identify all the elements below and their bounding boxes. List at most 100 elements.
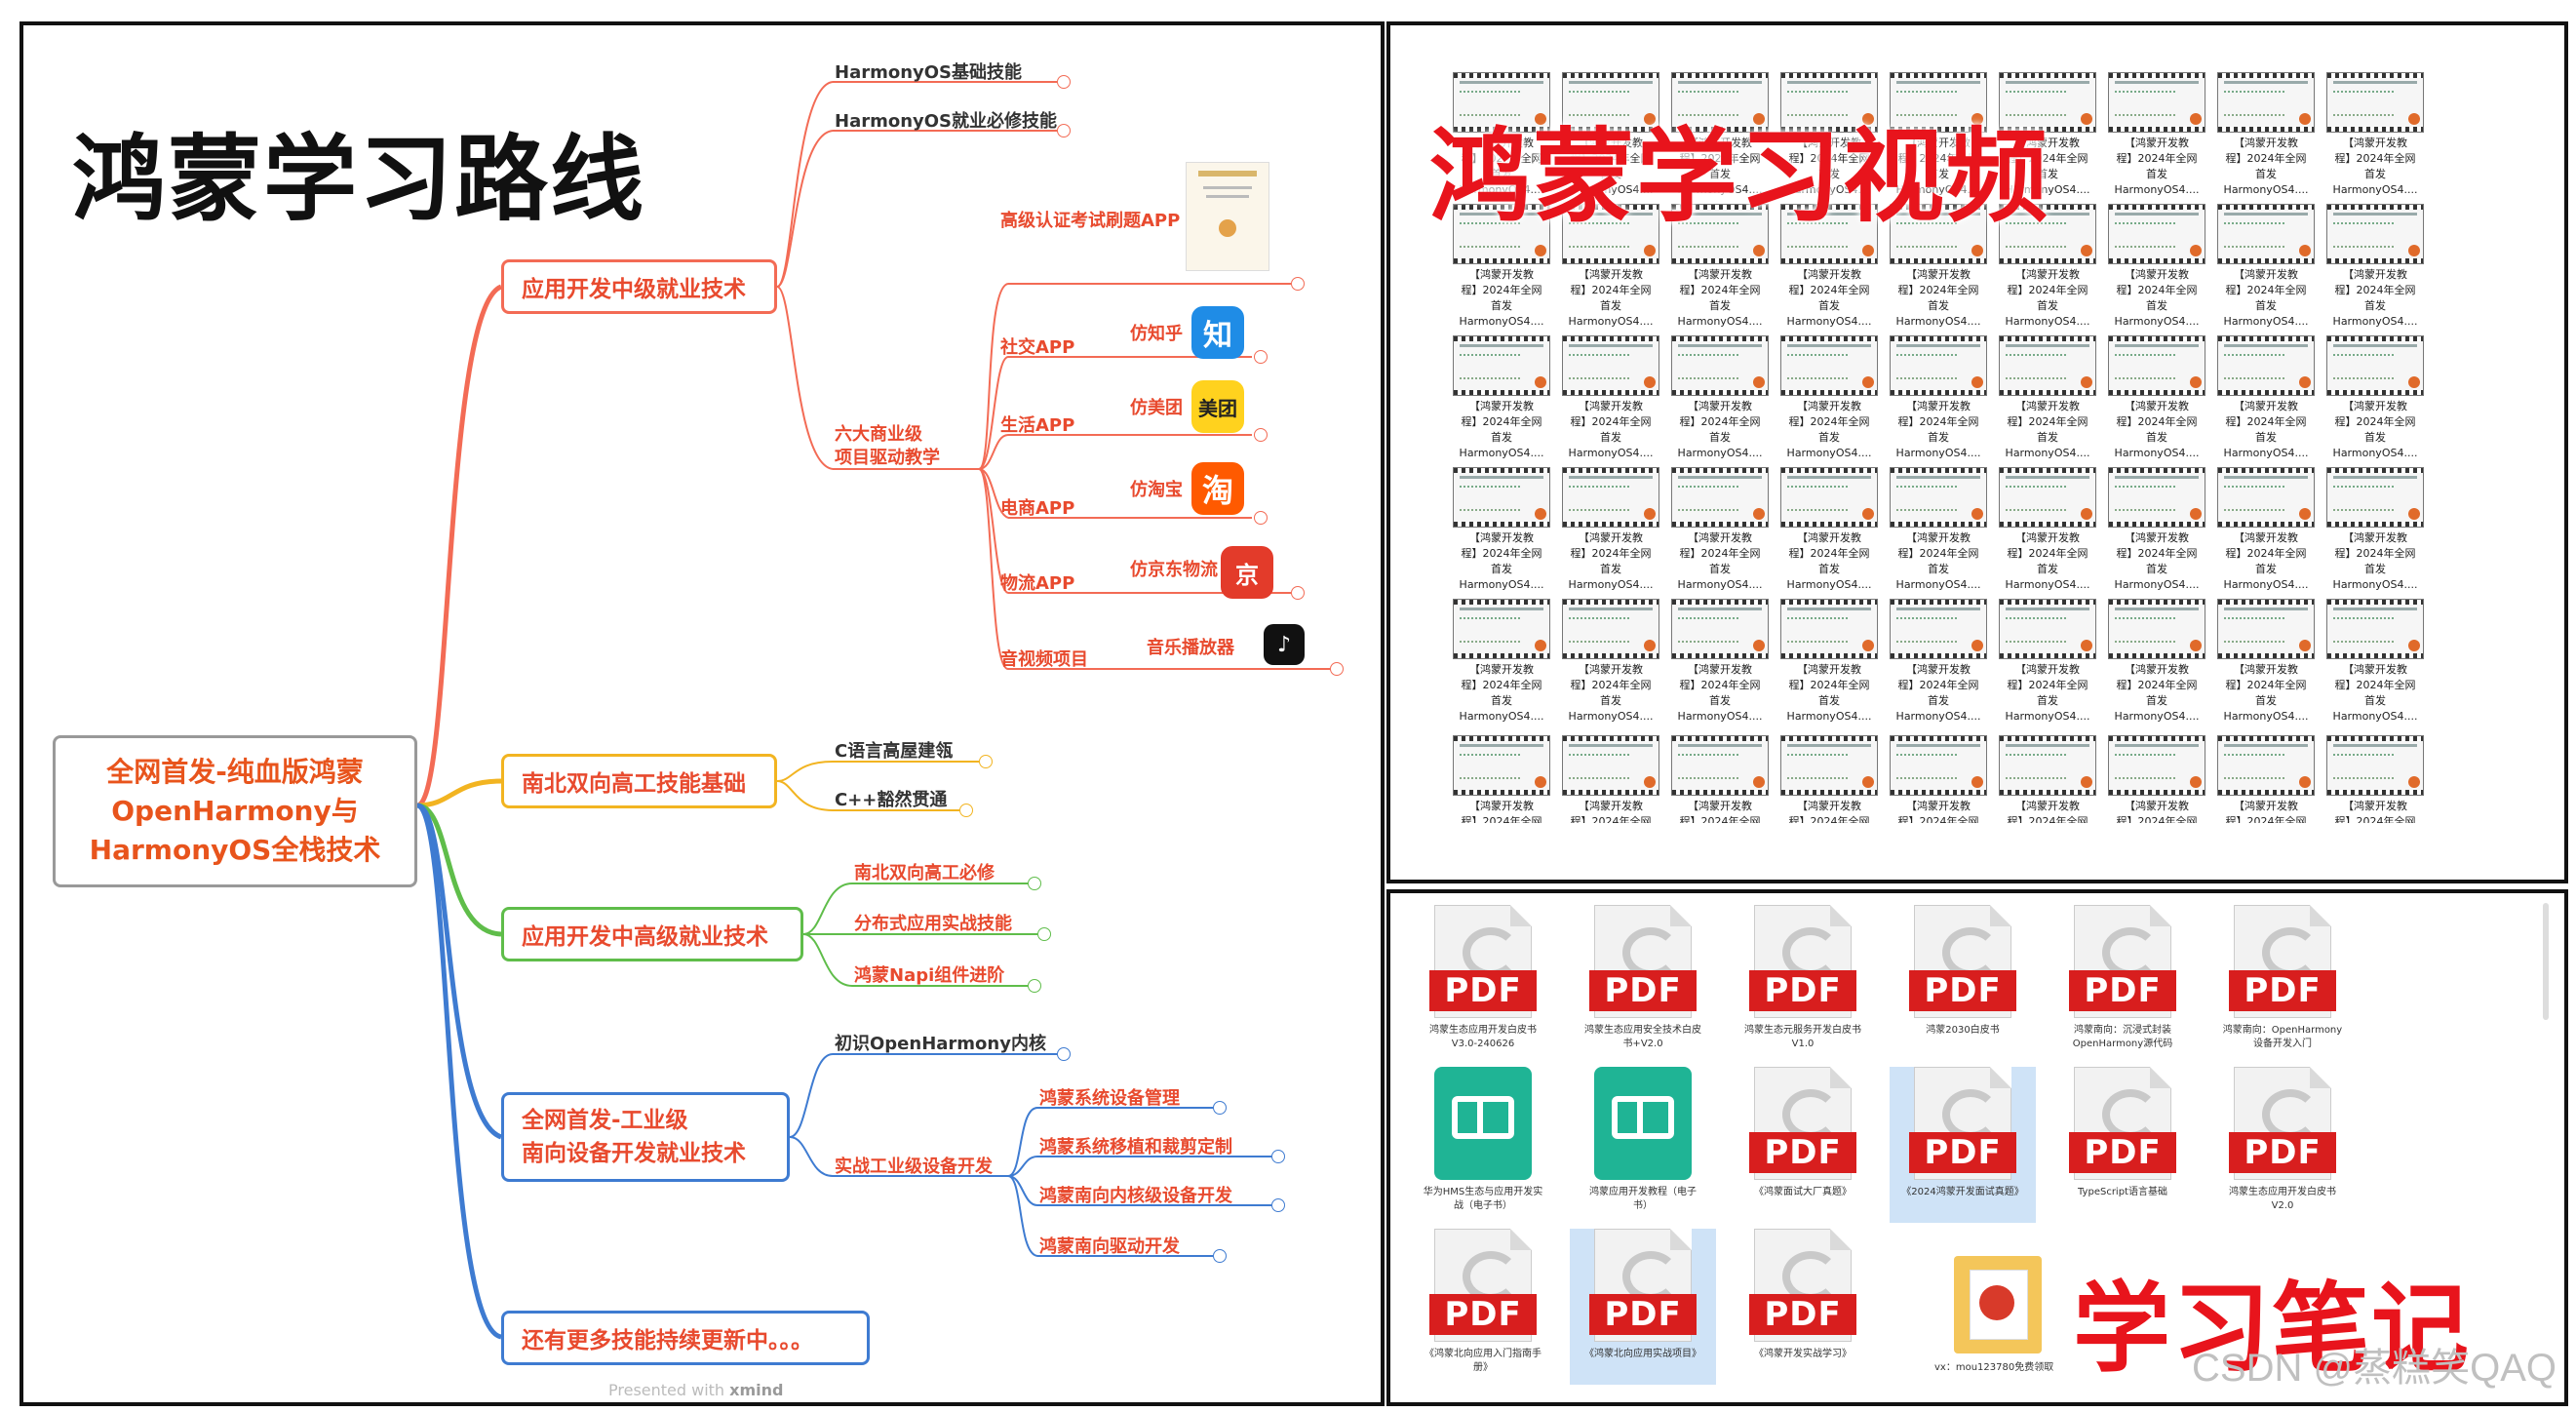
video-item[interactable]: 【鸿蒙开发教程】2024年全网首发HarmonyOS4.... bbox=[2102, 735, 2211, 823]
app-category-logistics[interactable]: 物流APP bbox=[1000, 573, 1075, 594]
video-item[interactable]: 【鸿蒙开发教程】2024年全网首发HarmonyOS4.... bbox=[1993, 735, 2102, 823]
file-item[interactable]: PDF《2024鸿蒙开发面试真题》 bbox=[1890, 1067, 2036, 1223]
file-item[interactable]: PDF《鸿蒙北向应用入门指南手 册》 bbox=[1410, 1229, 1556, 1385]
video-caption-line: 首发 bbox=[2037, 694, 2058, 707]
topic-six-projects[interactable]: 六大商业级 项目驱动教学 bbox=[835, 424, 940, 468]
video-item[interactable]: 【鸿蒙开发教程】2024年全网首发HarmonyOS4.... bbox=[1665, 735, 1775, 823]
folder-icon[interactable]: vx：mou123780免费领取 bbox=[1934, 1236, 2053, 1373]
video-item[interactable]: 【鸿蒙开发教程】2024年全网首发HarmonyOS4.... bbox=[1447, 735, 1556, 823]
app-category-social[interactable]: 社交APP bbox=[1000, 337, 1075, 358]
scrollbar[interactable] bbox=[2543, 903, 2549, 1020]
branch-node-5[interactable]: 还有更多技能持续更新中。。。 bbox=[501, 1311, 870, 1365]
topic-north-south[interactable]: 南北双向高工必修 bbox=[854, 863, 995, 883]
file-item[interactable]: PDF《鸿蒙北向应用实战项目》 bbox=[1570, 1229, 1716, 1385]
topic-cert-app[interactable]: 高级认证考试刷题APP bbox=[1000, 211, 1181, 231]
app-category-ecommerce[interactable]: 电商APP bbox=[1000, 498, 1075, 519]
branch-node-1[interactable]: 应用开发中级就业技术 bbox=[501, 259, 777, 314]
topic-porting[interactable]: 鸿蒙系统移植和裁剪定制 bbox=[1039, 1137, 1232, 1157]
file-item[interactable]: 鸿蒙应用开发教程（电子 书） bbox=[1570, 1067, 1716, 1223]
topic-cpp[interactable]: C++豁然贯通 bbox=[835, 790, 948, 810]
topic-c-language[interactable]: C语言高屋建瓴 bbox=[835, 741, 954, 762]
topic-driver[interactable]: 鸿蒙南向驱动开发 bbox=[1039, 1236, 1180, 1257]
topic-kernel-device[interactable]: 鸿蒙南向内核级设备开发 bbox=[1039, 1186, 1232, 1206]
topic-device-management[interactable]: 鸿蒙系统设备管理 bbox=[1039, 1088, 1180, 1109]
video-item[interactable]: 【鸿蒙开发教程】2024年全网首发HarmonyOS4.... bbox=[2321, 735, 2430, 823]
video-item[interactable]: 【鸿蒙开发教程】2024年全网首发HarmonyOS4.... bbox=[1556, 735, 1665, 823]
topic-industrial-device[interactable]: 实战工业级设备开发 bbox=[835, 1157, 993, 1177]
topic-harmony-basic[interactable]: HarmonyOS基础技能 bbox=[835, 62, 1023, 83]
branch-node-3[interactable]: 应用开发中高级就业技术 bbox=[501, 907, 803, 961]
file-item[interactable]: 华为HMS生态与应用开发实 战（电子书） bbox=[1410, 1067, 1556, 1223]
topic-napi[interactable]: 鸿蒙Napi组件进阶 bbox=[854, 965, 1005, 986]
video-item[interactable]: 【鸿蒙开发教程】2024年全网首发HarmonyOS4.... bbox=[1884, 735, 1993, 823]
file-item[interactable]: PDF《鸿蒙开发实战学习》 bbox=[1730, 1229, 1876, 1385]
topic-harmony-must[interactable]: HarmonyOS就业必修技能 bbox=[835, 111, 1058, 132]
file-caption: 鸿蒙2030白皮书 bbox=[1926, 1025, 2000, 1036]
video-item[interactable]: 【鸿蒙开发教程】2024年全网首发HarmonyOS4.... bbox=[2211, 735, 2321, 823]
root-node[interactable]: 全网首发-纯血版鸿蒙 OpenHarmony与 HarmonyOS全栈技术 bbox=[53, 735, 417, 887]
branch-node-2[interactable]: 南北双向高工技能基础 bbox=[501, 754, 777, 808]
topic-openharmony-kernel[interactable]: 初识OpenHarmony内核 bbox=[835, 1034, 1046, 1054]
topic-distributed[interactable]: 分布式应用实战技能 bbox=[854, 914, 1012, 934]
file-item[interactable]: PDF《鸿蒙面试大厂真题》 bbox=[1730, 1067, 1876, 1223]
app-category-av[interactable]: 音视频项目 bbox=[1000, 649, 1088, 670]
branch-node-4[interactable]: 全网首发-工业级 南向设备开发就业技术 bbox=[501, 1092, 790, 1182]
video-caption-line: 首发 bbox=[1600, 168, 1621, 180]
app-category-life[interactable]: 生活APP bbox=[1000, 415, 1075, 436]
video-item[interactable]: 【鸿蒙开发教程】2024年全网首发HarmonyOS4.... bbox=[1775, 735, 1884, 823]
